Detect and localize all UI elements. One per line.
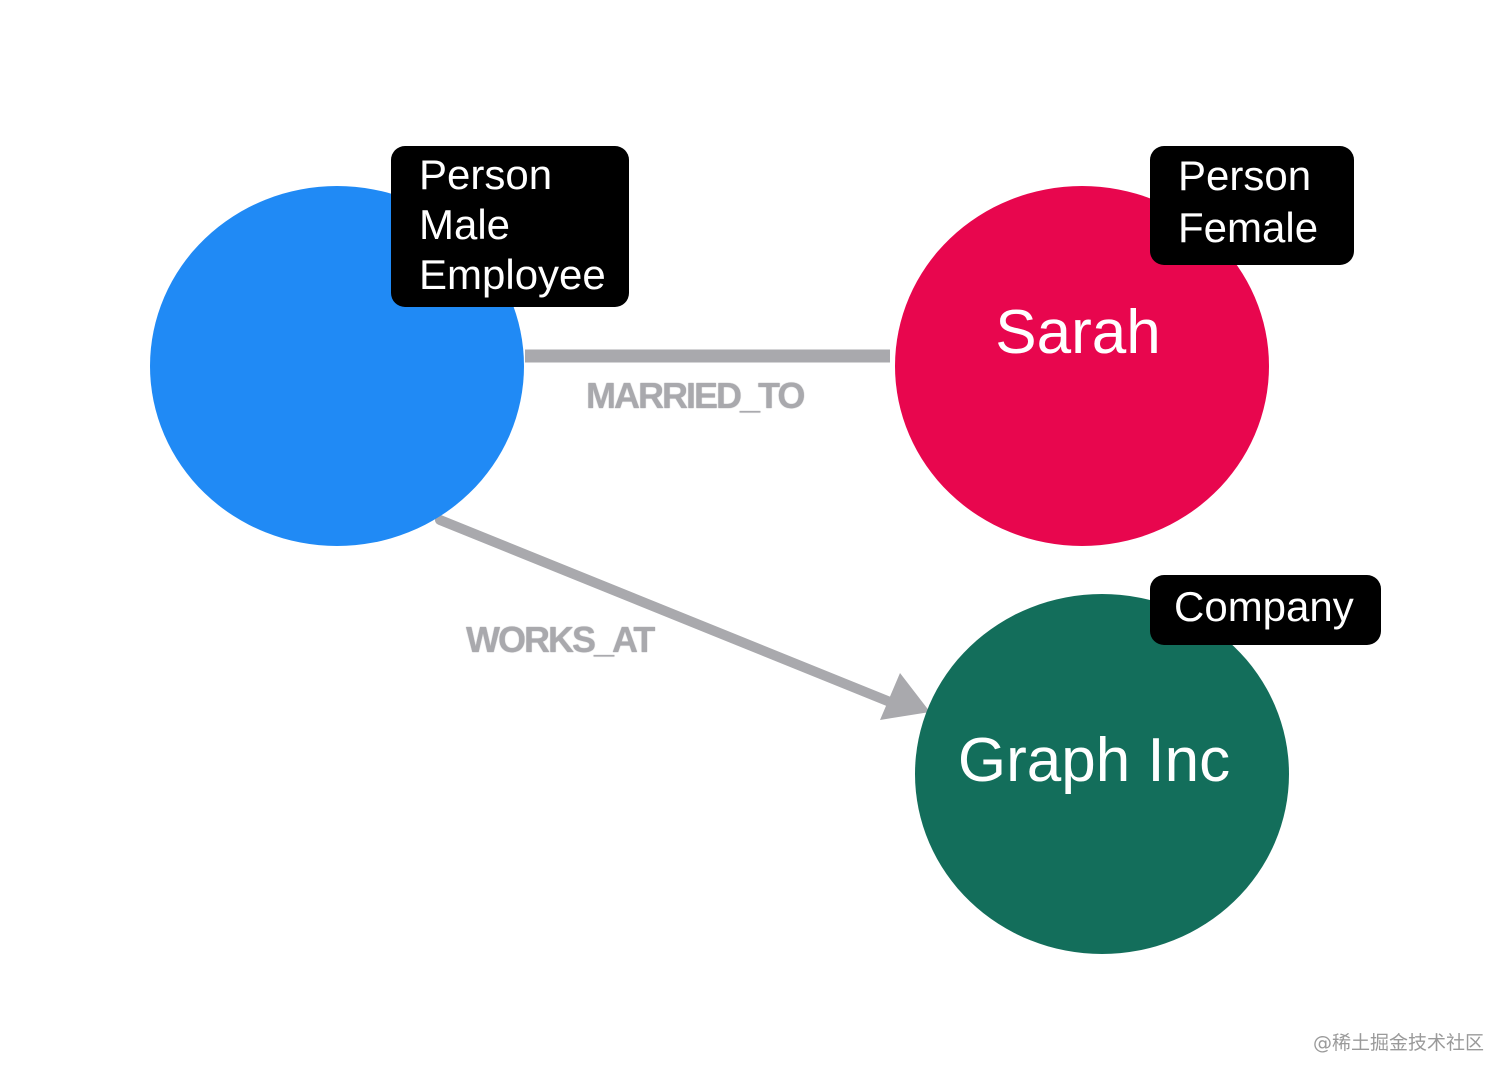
relationship-label-works-at: WORKS_AT xyxy=(466,619,655,660)
watermark: @稀土掘金技术社区 xyxy=(1312,1032,1484,1054)
relationship-label-married-to: MARRIED_TO xyxy=(586,375,805,416)
node-graph-inc-labels: Company xyxy=(1150,575,1381,645)
node-sarah-name: Sarah xyxy=(995,298,1161,367)
label-employee: Employee xyxy=(419,251,606,298)
node-graph-inc[interactable]: Graph Inc xyxy=(915,594,1289,954)
node-graph-inc-name: Graph Inc xyxy=(957,726,1231,795)
label-person: Person xyxy=(419,151,553,198)
edge-works-at xyxy=(435,515,895,707)
label-male: Male xyxy=(419,201,511,248)
label-female: Female xyxy=(1178,204,1319,251)
node-sarah-labels: Person Female xyxy=(1150,146,1354,265)
label-company: Company xyxy=(1174,583,1354,630)
label-person: Person xyxy=(1178,152,1312,199)
works-at-arrowhead xyxy=(880,673,930,720)
node-michael-labels: Person Male Employee xyxy=(391,146,629,307)
